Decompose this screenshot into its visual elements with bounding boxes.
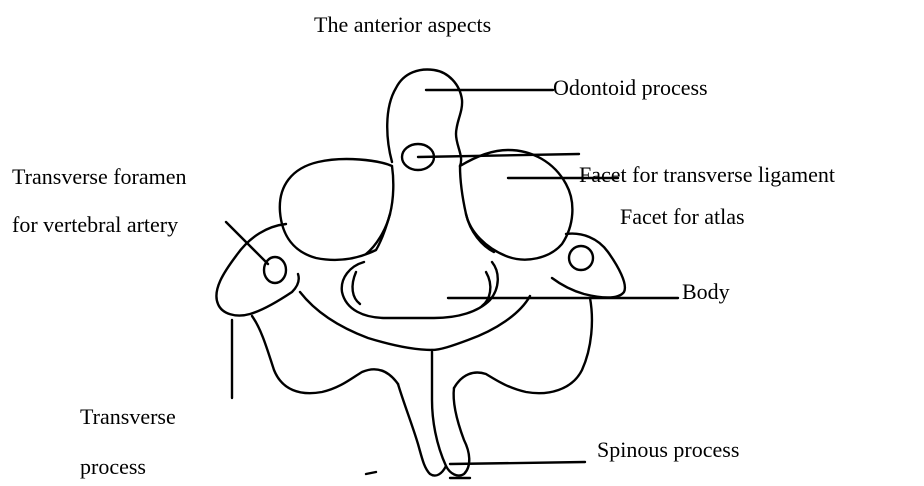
odontoid-process-outline: [387, 70, 462, 166]
leader-foramen: [226, 222, 268, 264]
label-odontoid-process: Odontoid process: [553, 75, 708, 101]
diagram-title: The anterior aspects: [314, 12, 491, 38]
right-inferior-outline: [454, 298, 592, 393]
left-lamina-outline: [300, 292, 432, 350]
leader-facet-ligament: [418, 154, 579, 157]
label-transverse-foramen-line1: Transverse foramen: [12, 164, 187, 190]
right-lamina-outline: [432, 296, 530, 350]
label-spinous-process: Spinous process: [597, 437, 739, 463]
left-transverse-foramen-outline: [264, 257, 286, 283]
label-facet-atlas: Facet for atlas: [620, 204, 745, 230]
label-transverse-process-line2: process: [80, 454, 146, 480]
body-inner-curve-left: [353, 272, 360, 304]
body-upper-outline: [366, 214, 494, 254]
right-superior-facet-outline: [460, 150, 572, 260]
label-transverse-foramen-line2: for vertebral artery: [12, 212, 178, 238]
spinous-process-midline: [432, 352, 446, 466]
right-transverse-foramen-outline: [569, 246, 593, 270]
label-transverse-process-line1: Transverse: [80, 404, 176, 430]
label-facet-transverse-ligament: Facet for transverse ligament: [579, 162, 835, 188]
left-inferior-outline: [252, 316, 398, 393]
body-inner-outline: [342, 262, 498, 318]
label-body: Body: [682, 279, 730, 305]
